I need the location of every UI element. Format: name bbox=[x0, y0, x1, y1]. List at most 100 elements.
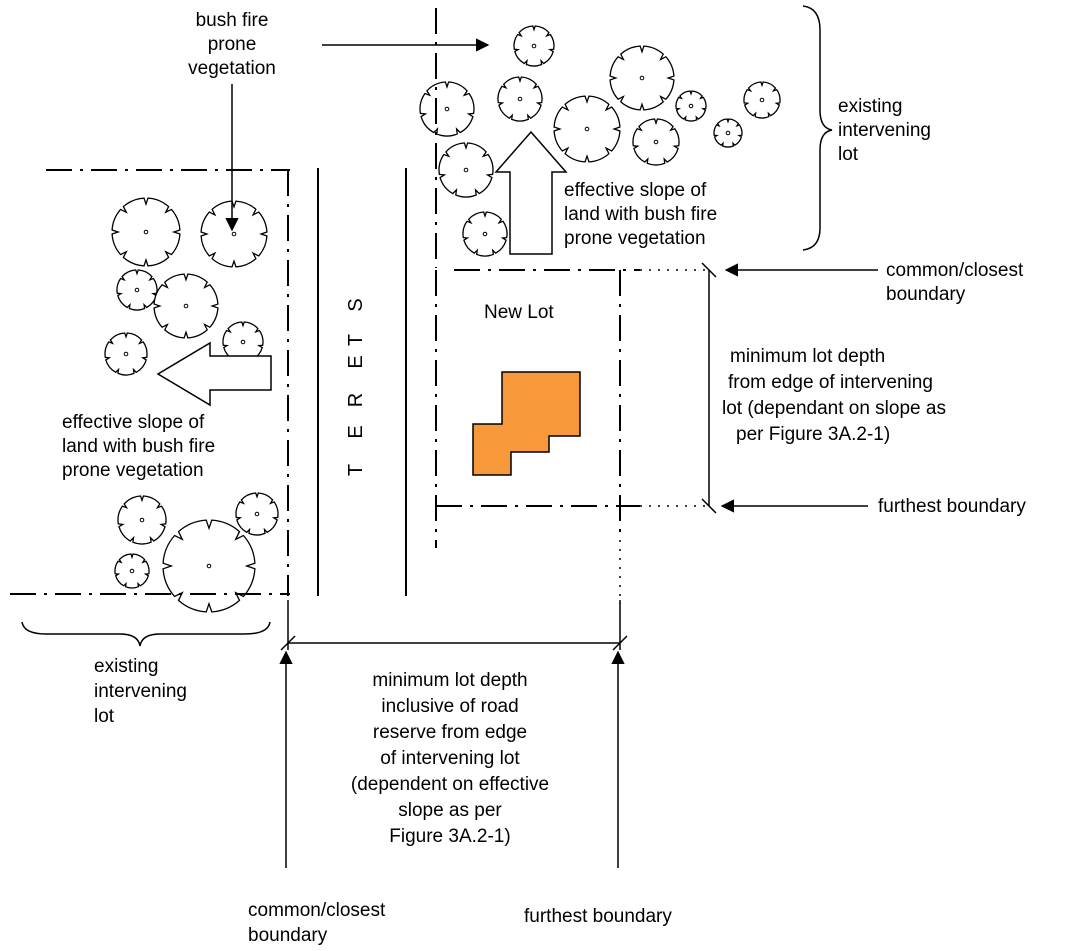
existing-lot-right-brace bbox=[802, 5, 833, 251]
tree-center-dot bbox=[517, 96, 523, 102]
street-letter: R bbox=[345, 393, 367, 407]
dimension-right bbox=[701, 262, 717, 514]
street-letter: T bbox=[345, 464, 367, 476]
label-line: common/closest bbox=[248, 900, 386, 921]
tree-icon bbox=[235, 492, 279, 536]
min-depth-bottom-label: minimum lot depth inclusive of road rese… bbox=[351, 670, 549, 847]
label-line: bush fire bbox=[196, 10, 269, 31]
tree-icon bbox=[111, 197, 181, 267]
tree-icon bbox=[419, 81, 475, 137]
slope-right-label: effective slope of land with bush fire p… bbox=[564, 180, 717, 249]
label-line: existing bbox=[94, 656, 158, 677]
furthest-boundary-right-label: furthest boundary bbox=[878, 496, 1026, 517]
label-line: minimum lot depth bbox=[372, 670, 527, 691]
tree-icon bbox=[609, 45, 675, 111]
tree-icon bbox=[513, 25, 555, 67]
tree-center-dot bbox=[482, 231, 488, 237]
bush-fire-label: bush fire prone vegetation bbox=[188, 10, 276, 79]
tree-icon bbox=[497, 76, 543, 122]
tree-center-dot bbox=[463, 167, 469, 173]
tree-icon bbox=[675, 90, 707, 122]
label-line: inclusive of road bbox=[381, 696, 518, 717]
tree-center-dot bbox=[444, 106, 450, 112]
tree-icon bbox=[632, 118, 680, 166]
street-letter: T bbox=[345, 334, 367, 346]
label-line: prone vegetation bbox=[62, 460, 204, 481]
tree-center-dot bbox=[254, 511, 260, 517]
tree-icon bbox=[743, 81, 781, 119]
vegetation-trees bbox=[104, 25, 781, 613]
slope-arrow-left bbox=[156, 341, 272, 407]
left-intervening-lot-boundary bbox=[10, 169, 290, 596]
new-lot-label: New Lot bbox=[484, 302, 554, 323]
tree-icon bbox=[462, 211, 508, 257]
tree-center-dot bbox=[653, 139, 659, 145]
tree-center-dot bbox=[129, 568, 135, 574]
common-closest-bottom-label: common/closest boundary bbox=[248, 900, 386, 946]
tree-icon bbox=[438, 142, 494, 198]
tree-center-dot bbox=[183, 303, 189, 309]
street-letter: E bbox=[345, 425, 367, 438]
tree-icon bbox=[553, 95, 621, 163]
tree-center-dot bbox=[688, 103, 694, 109]
tree-icon bbox=[713, 118, 743, 148]
label-line: existing bbox=[838, 96, 902, 117]
label-line: minimum lot depth bbox=[730, 346, 885, 367]
label-line: lot bbox=[838, 144, 859, 165]
tree-center-dot bbox=[206, 563, 212, 569]
tree-center-dot bbox=[240, 339, 246, 345]
common-closest-right-label: common/closest boundary bbox=[886, 260, 1024, 305]
label-line: prone vegetation bbox=[564, 228, 706, 249]
tree-center-dot bbox=[725, 130, 731, 136]
street-letter: S bbox=[345, 298, 367, 311]
existing-lot-bottom-label: existing intervening lot bbox=[94, 656, 187, 727]
min-depth-right-label: minimum lot depth from edge of interveni… bbox=[722, 346, 946, 445]
label-line: land with bush fire bbox=[62, 436, 215, 457]
street-label: S T R E E T bbox=[345, 298, 367, 476]
tree-center-dot bbox=[134, 287, 140, 293]
label-line: effective slope of bbox=[62, 412, 205, 433]
label-line: Figure 3A.2-1) bbox=[389, 826, 510, 847]
tree-center-dot bbox=[231, 231, 237, 237]
label-line: lot bbox=[94, 706, 115, 727]
tree-icon bbox=[153, 273, 219, 339]
label-line: intervening bbox=[838, 120, 931, 141]
label-line: land with bush fire bbox=[564, 204, 717, 225]
pointer-arrows bbox=[225, 38, 878, 868]
label-line: lot (dependant on slope as bbox=[722, 398, 946, 419]
label-line: slope as per bbox=[398, 800, 502, 821]
label-line: prone bbox=[208, 34, 257, 55]
existing-lot-right-label: existing intervening lot bbox=[838, 96, 931, 165]
slope-arrow-up bbox=[494, 130, 568, 255]
tree-center-dot bbox=[584, 126, 590, 132]
label-line: effective slope of bbox=[564, 180, 707, 201]
building-footprint bbox=[472, 371, 581, 476]
label-line: boundary bbox=[886, 284, 966, 305]
tree-icon bbox=[114, 553, 150, 589]
label-line: vegetation bbox=[188, 58, 276, 79]
label-line: (dependent on effective bbox=[351, 774, 549, 795]
tree-icon bbox=[200, 200, 268, 268]
tree-icon bbox=[116, 269, 158, 311]
tree-center-dot bbox=[531, 43, 537, 49]
label-line: of intervening lot bbox=[380, 748, 520, 769]
furthest-boundary-bottom-label: furthest boundary bbox=[524, 906, 672, 927]
tree-icon bbox=[162, 519, 256, 613]
tree-center-dot bbox=[759, 97, 765, 103]
label-line: per Figure 3A.2-1) bbox=[736, 424, 890, 445]
street-edges bbox=[317, 168, 407, 596]
new-lot-boundaries bbox=[435, 8, 712, 604]
label-line: reserve from edge bbox=[373, 722, 527, 743]
label-line: intervening bbox=[94, 681, 187, 702]
dimension-bottom bbox=[280, 600, 628, 651]
street-letter: E bbox=[345, 355, 367, 368]
tree-center-dot bbox=[123, 351, 129, 357]
existing-lot-bottom-brace bbox=[21, 621, 271, 647]
slope-left-label: effective slope of land with bush fire p… bbox=[62, 412, 215, 481]
tree-icon bbox=[104, 332, 148, 376]
label-line: boundary bbox=[248, 925, 328, 946]
label-line: from edge of intervening bbox=[728, 372, 933, 393]
tree-center-dot bbox=[639, 75, 645, 81]
tree-icon bbox=[117, 495, 167, 545]
